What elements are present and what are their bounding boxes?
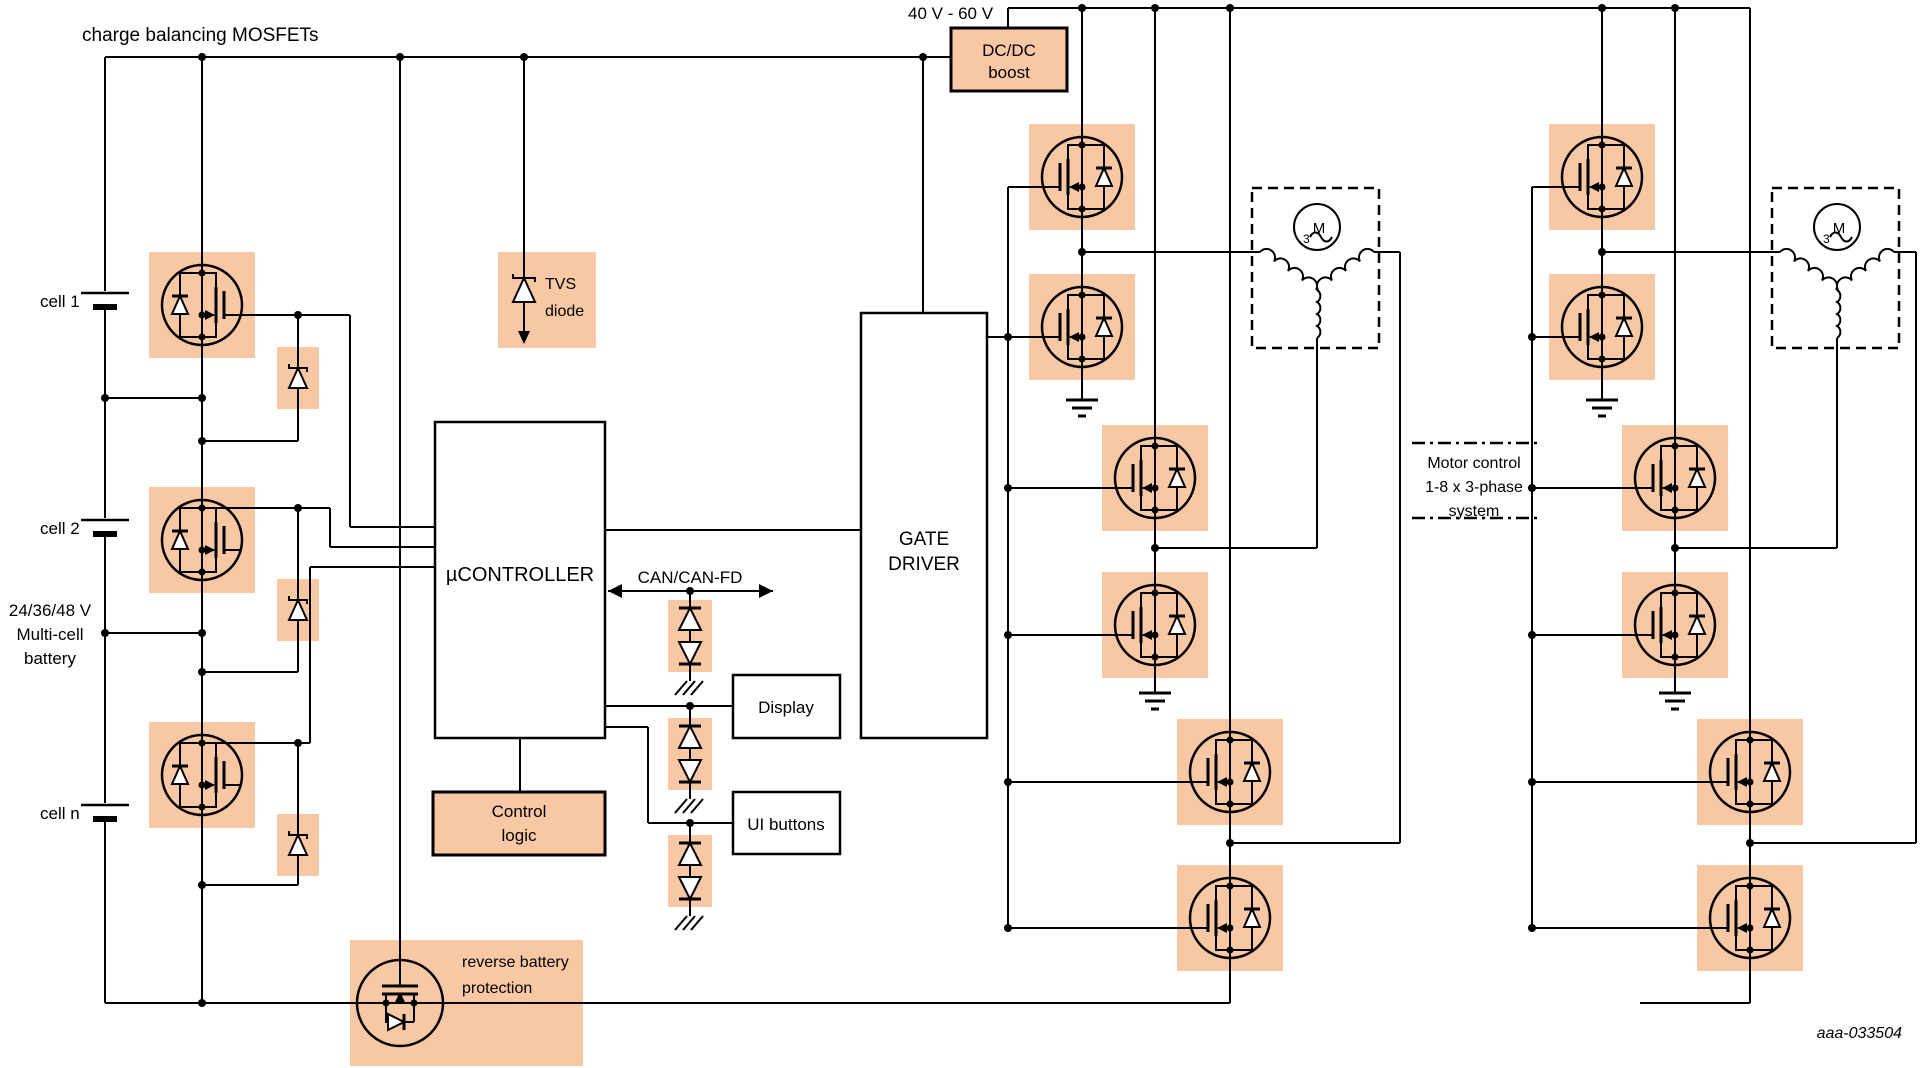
can-arrow-icon bbox=[608, 584, 773, 598]
reverse-battery-label: reverse battery protection bbox=[462, 954, 569, 997]
cell-n-symbol bbox=[81, 803, 129, 822]
svg-text:24/36/48 V: 24/36/48 V bbox=[9, 601, 92, 620]
svg-text:Control: Control bbox=[492, 802, 547, 821]
ui-buttons-block bbox=[731, 790, 842, 856]
control-logic-label: Control logic bbox=[492, 802, 547, 845]
motor-windings bbox=[1779, 247, 1895, 339]
motor-icon bbox=[1293, 203, 1341, 251]
cell-1-symbol bbox=[81, 291, 129, 310]
charge-balancing-label: charge balancing MOSFETs bbox=[82, 25, 319, 46]
motor-control-label-box bbox=[1412, 441, 1538, 520]
ground-icon bbox=[1064, 398, 1100, 418]
svg-text:diode: diode bbox=[545, 303, 584, 320]
svg-text:reverse battery: reverse battery bbox=[462, 954, 569, 971]
ui-buttons-label: UI buttons bbox=[747, 815, 825, 834]
ground-icon bbox=[1584, 398, 1620, 418]
cell-2-label: cell 2 bbox=[40, 519, 80, 538]
tvs-diode-label: TVS diode bbox=[545, 276, 584, 320]
motor-control-label: Motor control 1-8 x 3-phase system bbox=[1425, 455, 1523, 520]
svg-text:DRIVER: DRIVER bbox=[888, 554, 960, 575]
multicell-battery-label: 24/36/48 V Multi-cell battery bbox=[9, 601, 92, 668]
svg-text:protection: protection bbox=[462, 980, 532, 997]
svg-text:Motor control: Motor control bbox=[1427, 455, 1520, 472]
motor-icon bbox=[1813, 203, 1861, 251]
can-label: CAN/CAN-FD bbox=[638, 568, 743, 587]
svg-text:Multi-cell: Multi-cell bbox=[16, 625, 83, 644]
voltage-range-label: 40 V - 60 V bbox=[908, 4, 994, 23]
ground-icon bbox=[1137, 691, 1173, 711]
svg-text:system: system bbox=[1449, 503, 1500, 520]
display-label: Display bbox=[758, 698, 814, 717]
gate-driver-label: GATE DRIVER bbox=[888, 529, 960, 575]
wires bbox=[104, 7, 1917, 1004]
svg-text:battery: battery bbox=[24, 649, 76, 668]
svg-text:1-8 x 3-phase: 1-8 x 3-phase bbox=[1425, 479, 1523, 496]
motor-windings bbox=[1259, 247, 1375, 339]
svg-text:DC/DC: DC/DC bbox=[982, 41, 1036, 60]
svg-text:boost: boost bbox=[988, 63, 1030, 82]
signal-ground-icon bbox=[674, 915, 704, 931]
microcontroller-block bbox=[433, 420, 607, 740]
tvs-diode-block bbox=[511, 268, 537, 344]
cell-n-label: cell n bbox=[40, 804, 80, 823]
motor-system-1 bbox=[1040, 135, 1381, 960]
cell-1-label: cell 1 bbox=[40, 292, 80, 311]
cell-2-symbol bbox=[81, 518, 129, 537]
signal-ground-icon bbox=[674, 680, 704, 696]
dcdc-boost-block bbox=[949, 26, 1069, 93]
gate-driver-block bbox=[859, 311, 989, 740]
microcontroller-label: µCONTROLLER bbox=[446, 564, 594, 586]
svg-text:logic: logic bbox=[502, 826, 537, 845]
reverse-battery-protection bbox=[355, 958, 445, 1048]
junction-dots bbox=[101, 4, 1754, 1007]
control-logic-block bbox=[431, 790, 607, 857]
motor-system-n bbox=[1560, 135, 1901, 960]
ground-icon bbox=[1657, 691, 1693, 711]
svg-text:GATE: GATE bbox=[899, 529, 949, 550]
dcdc-boost-label: DC/DC boost bbox=[982, 41, 1036, 82]
signal-ground-icon bbox=[674, 798, 704, 814]
battery-cells bbox=[81, 291, 129, 822]
figure-id-label: aaa-033504 bbox=[1817, 1025, 1903, 1042]
display-block bbox=[731, 673, 842, 740]
arrow-down-icon bbox=[518, 331, 530, 344]
svg-text:TVS: TVS bbox=[545, 276, 576, 293]
